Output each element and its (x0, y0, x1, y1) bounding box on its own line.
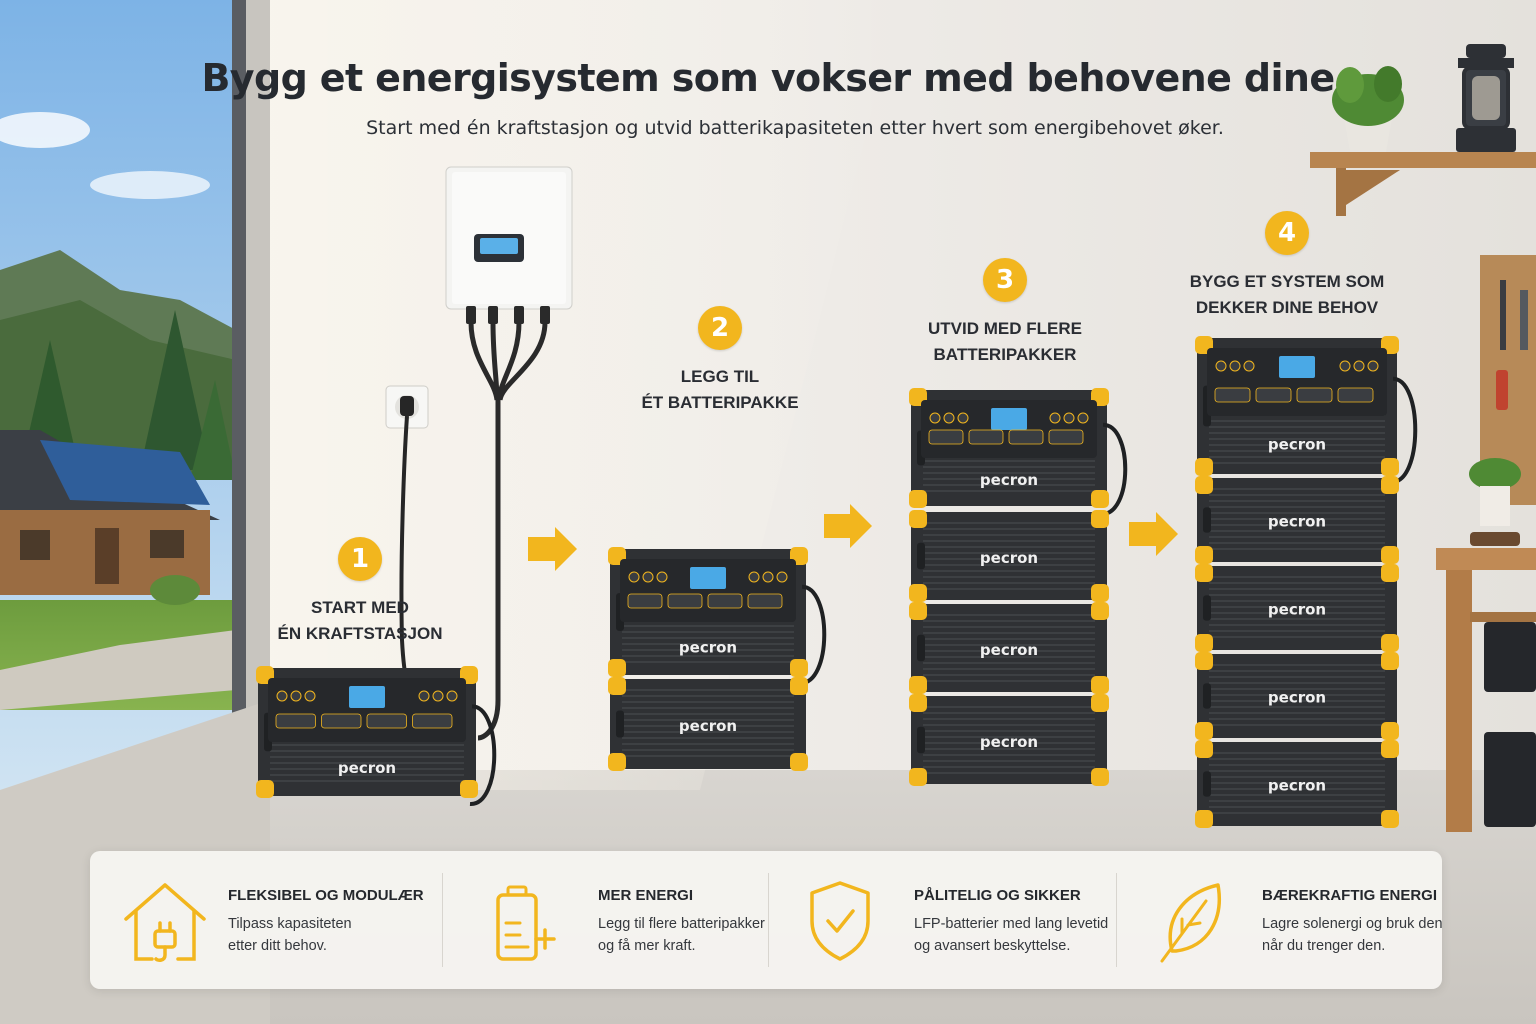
brand-logo: pecron (1268, 436, 1326, 454)
step-2: 2 LEGG TIL ÉT BATTERIPAKKE (620, 306, 820, 416)
battery-plus-icon (496, 885, 556, 961)
step-1: 1 START MED ÉN KRAFTSTASJON (270, 537, 450, 647)
step-label: BYGG ET SYSTEM SOM DEKKER DINE BEHOV (1189, 272, 1385, 317)
feature-sustainable: BÆREKRAFTIG ENERGI Lagre solenergi og br… (1124, 851, 1443, 989)
battery-pack: pecron (1195, 652, 1399, 740)
feature-title: MER ENERGI (598, 887, 694, 904)
brand-logo: pecron (980, 549, 1038, 567)
step-badge: 3 (983, 258, 1027, 302)
workbench (1436, 458, 1536, 832)
leaf-icon (1160, 883, 1221, 963)
step-4: 4 BYGG ET SYSTEM SOM DEKKER DINE BEHOV (1177, 211, 1397, 321)
power-station-stacks: pecron pecron pecron pecron pecron pecron pecr… (256, 336, 1418, 828)
progress-arrows (528, 504, 1178, 571)
outdoor-view (0, 0, 236, 790)
feature-text: Tilpass kapasiteten etter ditt behov. (228, 916, 352, 954)
brand-logo: pecron (679, 638, 737, 656)
feature-flexible: FLEKSIBEL OG MODULÆR Tilpass kapasiteten… (90, 851, 442, 989)
wall-shelf (1310, 44, 1536, 216)
battery-pack: pecron (909, 602, 1109, 694)
step-label: UTVID MED FLERE BATTERIPAKKER (928, 319, 1082, 364)
step-badge: 2 (698, 306, 742, 350)
feature-title: PÅLITELIG OG SIKKER (914, 887, 1081, 904)
shield-check-icon (810, 881, 870, 961)
battery-pack: pecron (909, 694, 1109, 786)
step-badge: 4 (1265, 211, 1309, 255)
station-stage-3: pecron (909, 388, 1128, 517)
battery-pack: pecron (1195, 564, 1399, 652)
feature-text: Legg til flere batteripakker og få mer k… (598, 916, 765, 954)
divider (442, 873, 443, 967)
battery-pack: pecron (608, 677, 808, 771)
station-stage-4: pecron (1195, 336, 1418, 485)
step-label: LEGG TIL ÉT BATTERIPAKKE (641, 367, 799, 412)
feature-title: FLEKSIBEL OG MODULÆR (228, 887, 424, 904)
brand-logo: pecron (1268, 601, 1326, 619)
brand-logo: pecron (980, 641, 1038, 659)
brand-logo: pecron (1268, 777, 1326, 795)
battery-pack: pecron (1195, 740, 1399, 828)
brand-logo: pecron (980, 733, 1038, 751)
battery-pack: pecron (909, 510, 1109, 602)
divider (1116, 873, 1117, 967)
feature-safety: PÅLITELIG OG SIKKER LFP-batterier med la… (776, 851, 1109, 989)
brand-logo: pecron (338, 759, 396, 777)
wall-inverter (445, 166, 573, 741)
page-subtitle: Start med én kraftstasjon og utvid batte… (366, 117, 1224, 139)
brand-logo: pecron (679, 717, 737, 735)
brand-logo: pecron (1268, 689, 1326, 707)
feature-energy: MER ENERGI Legg til flere batteripakker … (460, 851, 790, 989)
station-stage-1: pecron (256, 666, 497, 807)
station-stage-2: pecron (608, 547, 827, 686)
step-3: 3 UTVID MED FLERE BATTERIPAKKER (900, 258, 1110, 368)
brand-logo: pecron (980, 471, 1038, 489)
features-panel: FLEKSIBEL OG MODULÆR Tilpass kapasiteten… (90, 851, 1443, 989)
page-title: Bygg et energisystem som vokser med beho… (201, 56, 1335, 100)
step-badge: 1 (338, 537, 382, 581)
step-label: START MED ÉN KRAFTSTASJON (277, 598, 443, 643)
battery-pack: pecron (1195, 476, 1399, 564)
divider (768, 873, 769, 967)
feature-title: BÆREKRAFTIG ENERGI (1262, 887, 1438, 904)
house-plug-icon (124, 883, 206, 962)
brand-logo: pecron (1268, 513, 1326, 531)
feature-text: Lagre solenergi og bruk den når du treng… (1262, 916, 1443, 954)
feature-text: LFP-batterier med lang levetid og avanse… (914, 916, 1109, 954)
